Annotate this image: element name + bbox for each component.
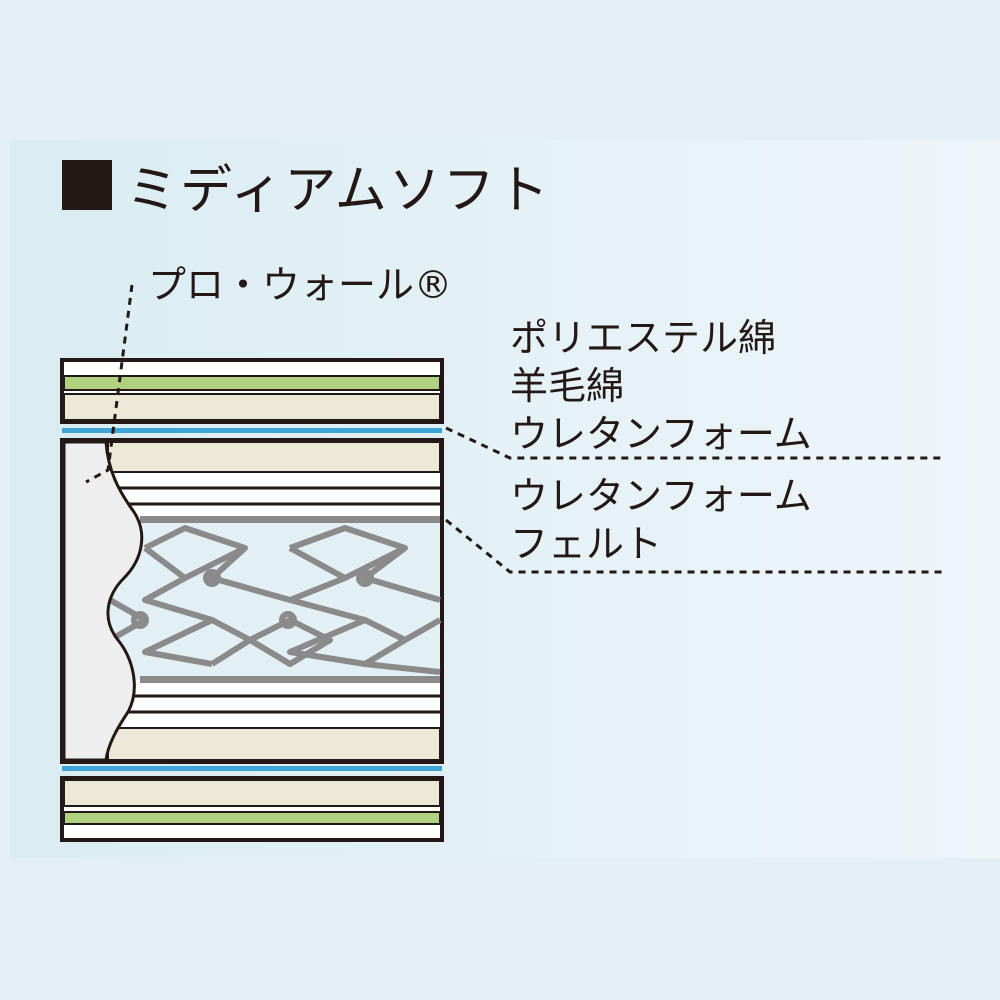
top-pad-foam-layer	[63, 393, 441, 421]
leader-prowall	[85, 284, 134, 484]
title: ミディアムソフト	[62, 150, 551, 221]
title-square-icon	[62, 160, 112, 210]
top-blue-layer	[62, 428, 442, 433]
bottom-blue-layer	[62, 766, 442, 771]
label-group-top: ポリエステル綿 羊毛綿 ウレタンフォーム	[510, 314, 812, 458]
spring-joint	[356, 569, 374, 587]
spring-coil	[209, 545, 291, 603]
bottom-pad	[60, 776, 444, 842]
title-text: ミディアムソフト	[126, 160, 551, 221]
prowall-side-support	[62, 440, 144, 762]
leader-lines	[85, 284, 945, 574]
leader-bottom-group	[445, 518, 945, 574]
spring-coil	[248, 617, 333, 667]
label-urethane-top: ウレタンフォーム	[510, 412, 812, 456]
label-polyester: ポリエステル綿	[510, 316, 777, 360]
top-pad	[60, 358, 444, 424]
spring-joint	[279, 611, 297, 629]
spring-coil	[362, 617, 441, 675]
label-felt: フェルト	[510, 522, 663, 566]
springs	[108, 525, 442, 675]
bottom-pad-green-layer	[63, 811, 441, 825]
spring-joint	[203, 569, 221, 587]
spring-coil	[362, 545, 441, 603]
label-prowall: プロ・ウォール®	[148, 263, 453, 307]
spring-coil	[403, 617, 442, 643]
label-wool: 羊毛綿	[510, 364, 625, 408]
leader-top-group	[445, 426, 945, 460]
lower-felt-bar	[140, 676, 440, 683]
top-pad-green-layer	[63, 375, 441, 391]
label-urethane-bottom: ウレタンフォーム	[510, 474, 812, 518]
spring-joint	[131, 611, 149, 629]
upper-foam-layer	[107, 441, 441, 473]
lower-foam-layer	[107, 727, 441, 761]
label-group-bottom: ウレタンフォーム フェルト	[510, 472, 812, 568]
upper-felt-bar	[140, 516, 440, 523]
bottom-pad-foam-layer	[63, 779, 441, 807]
